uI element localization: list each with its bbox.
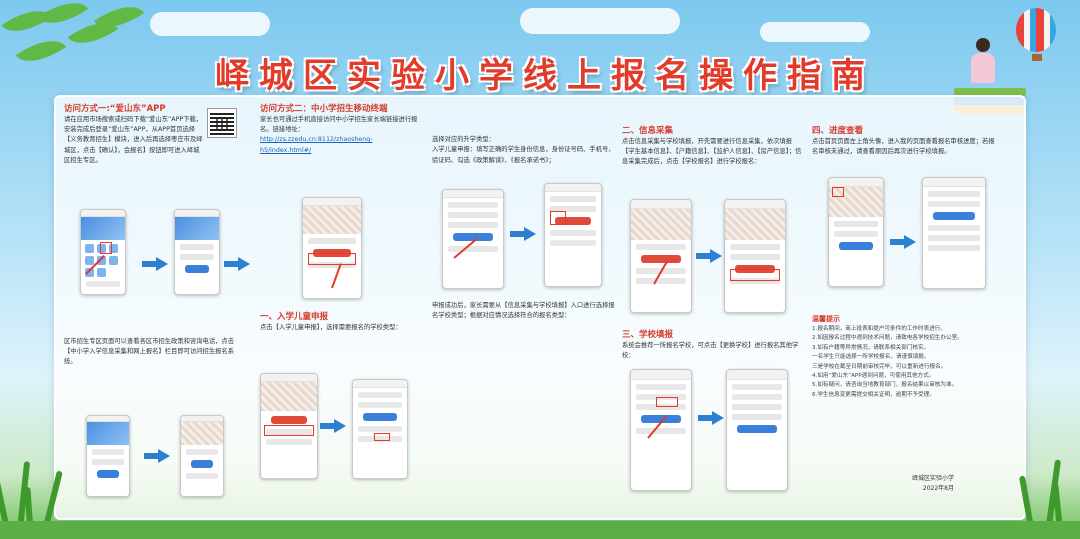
tips-line: 2.如因报名过程中遇到技术问题，请致电各学校招生办公室。 — [812, 335, 963, 342]
highlight-box — [656, 397, 678, 407]
screenshot-info-collect — [630, 199, 692, 313]
method2-body: 家长也可通过手机直接访问中小学招生家长端链接进行报名。链接地址： — [260, 116, 418, 134]
step-school-section: 三、学校填报 系统会推荐一所报名学校，可点击【更换学校】进行报名其他学校： — [622, 329, 804, 361]
tips-line: 一名学生只能选择一所学校报名，请谨慎填报。 — [812, 354, 930, 361]
screenshot-app-home — [80, 209, 126, 295]
signature-org: 峄城区实验小学 — [911, 475, 954, 482]
step-progress-body: 点击首页页面左上角头像，进入我的页面查看报名审核进度；若报名审核未通过，请查看原… — [812, 138, 995, 156]
screenshot-entry-type — [352, 379, 408, 479]
method1-section: 访问方式一:“爱山东”APP 请在应用市场搜索或扫码下载“爱山东”APP下载，安… — [64, 103, 204, 166]
flow-arrow-icon — [510, 227, 536, 241]
screenshot-app-select-city — [174, 209, 220, 295]
cloud — [150, 12, 270, 36]
step-after-body: 申报成功后，家长需要从【信息采集与学校填报】入口进行选择报名学校类型；根据对应情… — [432, 302, 615, 320]
step-type-section: 选择对应的升学类型： 入学儿童申报：填写正确的学生身份信息，身份证号码、手机号、… — [432, 125, 616, 176]
page-title: 峄城区实验小学线上报名操作指南 — [215, 56, 875, 96]
tips-line: 6.学生信息变更需提交相关证明，逾期不予受理。 — [812, 391, 935, 398]
screenshot-home-avatar — [828, 177, 884, 287]
step-entry-section: 一、入学儿童申报 点击【入学儿童申报】，选择需要报名的学校类型： — [260, 311, 430, 333]
tips-line: 3.如有户籍等异常情况，请联系相关部门核实。 — [812, 344, 930, 351]
screenshot-area-portal — [86, 415, 130, 497]
step-after-section: 申报成功后，家长需要从【信息采集与学校填报】入口进行选择报名学校类型；根据对应情… — [432, 301, 616, 321]
leaf-decoration — [15, 28, 67, 74]
step-progress-heading: 四、进度查看 — [812, 126, 864, 136]
method1-body: 请在应用市场搜索或扫码下载“爱山东”APP下载，安装完成后登录“爱山东”APP，… — [64, 116, 203, 164]
step-school-body: 系统会推荐一所报名学校，可点击【更换学校】进行报名其他学校： — [622, 342, 799, 360]
flow-arrow-icon — [142, 257, 168, 271]
highlight-box — [100, 242, 112, 254]
highlight-box — [730, 269, 780, 281]
tips-line: 5.如有疑问，请咨询当地教育部门，报名结果以审核为准。 — [812, 382, 958, 389]
guide-board: 访问方式一:“爱山东”APP 请在应用市场搜索或扫码下载“爱山东”APP下载，安… — [54, 95, 1026, 520]
screenshot-info-forms — [724, 199, 786, 313]
method2-section: 访问方式二：中小学招生移动终端 家长也可通过手机直接访问中小学招生家长端链接进行… — [260, 103, 420, 156]
hot-air-balloon-icon — [1016, 8, 1058, 61]
step-progress-section: 四、进度查看 点击首页页面左上角头像，进入我的页面查看报名审核进度；若报名审核未… — [812, 125, 998, 157]
highlight-box — [308, 253, 356, 265]
highlight-box — [374, 433, 390, 441]
step-collect-section: 二、信息采集 点击信息采集与学校填报，开先需要进行信息采集，依次填报【学生基本信… — [622, 125, 804, 168]
cloud — [760, 22, 870, 42]
area-note-body: 区市招生专区页面可以查看各区市招生政策和咨询电话，点击【中小学入学信息采集和网上… — [64, 338, 235, 366]
ground — [0, 521, 1080, 539]
flow-arrow-icon — [890, 235, 916, 249]
screenshot-area-portal-detail — [180, 415, 224, 497]
step-collect-heading: 二、信息采集 — [622, 126, 674, 136]
highlight-box — [832, 187, 844, 197]
screenshot-school-recommend — [630, 369, 692, 491]
step-collect-body: 点击信息采集与学校填报，开先需要进行信息采集，依次填报【学生基本信息】、【户籍信… — [622, 138, 802, 166]
tips-section: 温馨提示 1.报名期间，商上投表和提户可条件的工作时表进行。 2.如因报名过程中… — [812, 313, 1002, 400]
flow-arrow-icon — [696, 249, 722, 263]
step-entry-body: 点击【入学儿童申报】，选择需要报名的学校类型： — [260, 324, 402, 331]
qr-code-icon — [207, 108, 237, 138]
method2-heading: 访问方式二：中小学招生移动终端 — [260, 104, 388, 114]
registration-link[interactable]: http://zs.zzedu.cn:8112/zhaosheng-h5/ind… — [260, 136, 373, 154]
tips-line: 三是学校在截至日期前审核完毕，可以重新进行报名。 — [812, 363, 947, 370]
flow-arrow-icon — [320, 419, 346, 433]
step-entry-heading: 一、入学儿童申报 — [260, 312, 329, 322]
cloud — [520, 8, 680, 34]
tips-line: 4.如用“爱山东”APP遇到问题，可使用其他方式。 — [812, 373, 935, 380]
screenshot-progress-page — [922, 177, 986, 289]
flow-arrow-icon — [144, 449, 170, 463]
flow-arrow-icon — [698, 411, 724, 425]
signature-block: 峄城区实验小学 2022年8月 — [912, 474, 954, 494]
signature-date: 2022年8月 — [922, 485, 954, 492]
highlight-box — [550, 211, 566, 225]
screenshot-entry-apply — [260, 373, 318, 479]
tips-heading: 温馨提示 — [812, 315, 840, 323]
step-school-heading: 三、学校填报 — [622, 330, 674, 340]
step-type-body: 选择对应的升学类型： 入学儿童申报：填写正确的学生身份信息，身份证号码、手机号、… — [432, 136, 615, 164]
screenshot-child-submit — [544, 183, 602, 287]
area-note-section: 区市招生专区页面可以查看各区市招生政策和咨询电话，点击【中小学入学信息采集和网上… — [64, 337, 244, 368]
reading-girl-illustration — [966, 38, 1000, 90]
highlight-box — [264, 425, 314, 436]
tips-line: 1.报名期间，商上投表和提户可条件的工作时表进行。 — [812, 326, 946, 332]
method1-heading: 访问方式一:“爱山东”APP — [64, 104, 166, 114]
flow-arrow-icon — [224, 257, 250, 271]
screenshot-school-change — [726, 369, 788, 491]
